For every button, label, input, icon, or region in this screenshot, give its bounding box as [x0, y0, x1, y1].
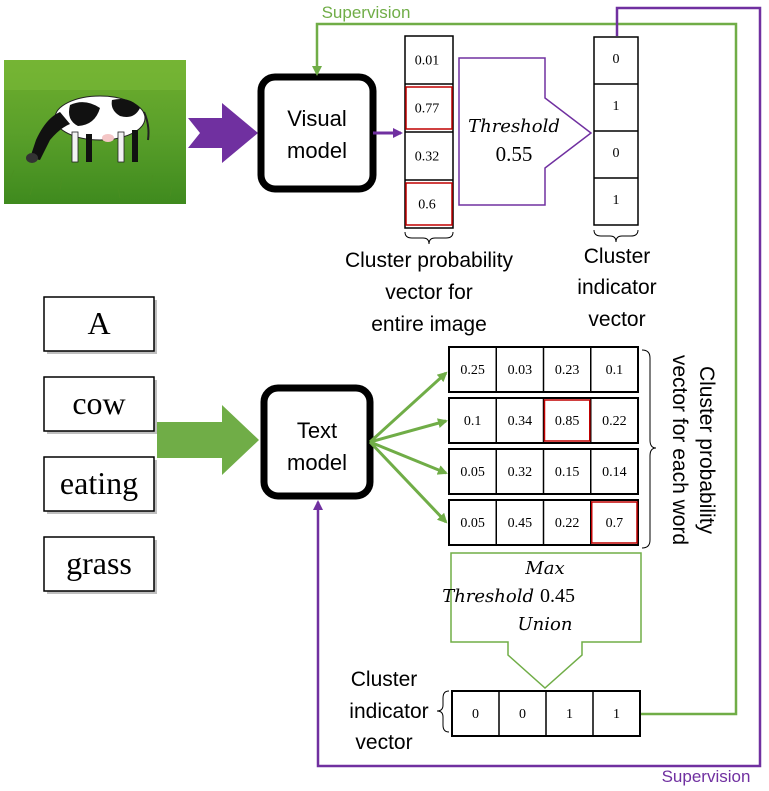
ops-max-label: Max	[524, 558, 564, 579]
supervision-top-label: Supervision	[322, 3, 411, 22]
word-box	[43, 296, 155, 352]
word-prob-cell: 0.1	[464, 414, 482, 429]
text-indicator-vector: 0 0 1 1	[451, 690, 641, 737]
image-ind-caption-1: Cluster	[584, 245, 651, 268]
ops-threshold-value: 0.45	[540, 585, 575, 607]
word-box	[43, 456, 155, 512]
word-prob-cell: 0.14	[602, 465, 627, 480]
text-model-fan-arrows	[368, 371, 448, 524]
image-ind-caption-3: vector	[588, 308, 645, 331]
word-prob-cell: 0.1	[606, 363, 624, 378]
word-prob-cell: 0.45	[508, 516, 533, 531]
text-ind-cell: 0	[519, 707, 526, 722]
cow-image	[4, 60, 186, 204]
word-prob-highlight	[543, 399, 591, 442]
words-input-arrow	[157, 405, 259, 475]
image-ind-brace	[593, 229, 639, 243]
word-prob-cell: 0.7	[606, 516, 624, 531]
text-model-label-2: model	[287, 450, 347, 475]
word-probability-matrix: 0.25 0.03 0.23 0.1 0.1 0.34 0.85 0.22 0.05 0.32 0.…	[448, 346, 639, 546]
image-ind-cell: 1	[613, 99, 620, 114]
ops-union-label: Union	[518, 614, 573, 635]
image-prob-brace	[404, 231, 454, 245]
image-ind-cell: 1	[613, 193, 620, 208]
ops-block-arrow	[450, 552, 642, 690]
text-ind-cell: 1	[566, 707, 573, 722]
image-prob-cell: 0.6	[418, 198, 436, 213]
word-prob-cell: 0.25	[460, 363, 485, 378]
text-ind-caption-1: Cluster	[351, 668, 418, 691]
text-ind-caption-2: indicator	[349, 700, 428, 723]
supervision-bottom-label: Supervision	[662, 767, 751, 786]
word-label: cow	[72, 385, 125, 421]
text-ind-cell: 1	[613, 707, 620, 722]
word-prob-cell: 0.22	[555, 516, 580, 531]
word-prob-cell: 0.05	[460, 516, 485, 531]
word-label: A	[87, 305, 110, 341]
word-prob-cell: 0.34	[508, 414, 533, 429]
word-prob-cell: 0.03	[508, 363, 533, 378]
image-indicator-vector: 0 1 0 1	[593, 36, 639, 226]
visual-model-box	[257, 73, 377, 193]
text-ind-cell: 0	[472, 707, 479, 722]
visual-model-label-1: Visual	[287, 106, 347, 131]
bottom-supervision-line	[313, 6, 762, 768]
image-prob-caption-3: entire image	[371, 313, 487, 336]
word-prob-cell: 0.22	[602, 414, 627, 429]
word-prob-cell: 0.15	[555, 465, 580, 480]
word-prob-caption-2: vector for each word	[668, 355, 691, 545]
top-supervision-line	[312, 22, 738, 716]
visual-model-label-2: model	[287, 138, 347, 163]
text-ind-brace	[436, 690, 450, 733]
threshold-label: Threshold	[468, 116, 560, 137]
word-prob-cell: 0.32	[508, 465, 533, 480]
image-prob-highlight	[405, 182, 453, 226]
word-prob-cell: 0.23	[555, 363, 580, 378]
threshold-value: 0.55	[496, 142, 533, 166]
image-prob-caption-2: vector for	[385, 281, 473, 304]
word-prob-cell: 0.05	[460, 465, 485, 480]
image-ind-cell: 0	[613, 52, 620, 67]
image-ind-caption-2: indicator	[577, 276, 656, 299]
text-model-label-1: Text	[297, 418, 337, 443]
word-label: eating	[60, 465, 138, 501]
word-prob-highlight	[591, 501, 638, 544]
image-prob-cell: 0.77	[415, 102, 440, 117]
image-prob-highlight	[405, 86, 453, 130]
image-probability-vector: 0.01 0.77 0.32 0.6	[404, 35, 454, 229]
image-prob-cell: 0.01	[415, 54, 440, 69]
text-ind-caption-3: vector	[355, 731, 412, 754]
word-prob-cell: 0.85	[555, 414, 580, 429]
image-ind-cell: 0	[613, 146, 620, 161]
image-prob-caption-1: Cluster probability	[345, 249, 514, 272]
word-label: grass	[66, 545, 132, 581]
word-box	[43, 536, 155, 592]
image-input-arrow	[188, 103, 258, 163]
word-prob-brace	[641, 349, 657, 549]
ops-threshold-label: Threshold	[442, 586, 534, 607]
word-box	[43, 376, 155, 432]
image-prob-cell: 0.32	[415, 150, 440, 165]
threshold-block-arrow	[458, 57, 593, 206]
word-prob-caption-1: Cluster probability	[695, 366, 718, 535]
